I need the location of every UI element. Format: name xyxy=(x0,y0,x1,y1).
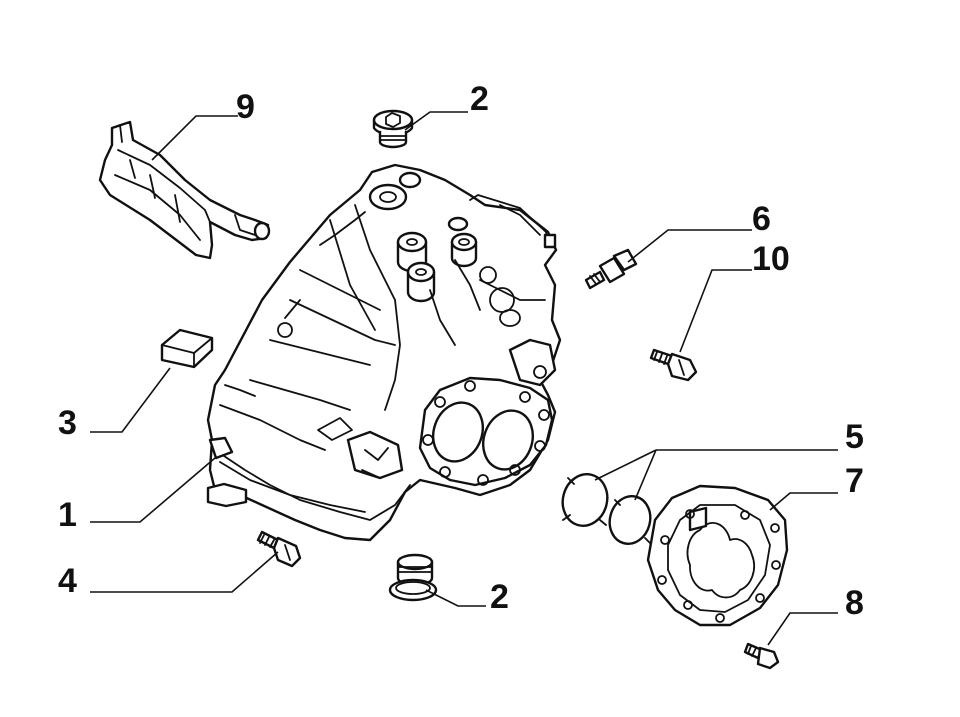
callout-6: 6 xyxy=(752,200,771,238)
bolt-left xyxy=(256,530,302,568)
leader-5b xyxy=(634,449,657,501)
leader-8 xyxy=(767,612,838,646)
callout-2-top: 2 xyxy=(470,80,489,118)
callout-3: 3 xyxy=(58,404,77,442)
callout-4: 4 xyxy=(58,562,77,600)
leader-9 xyxy=(151,115,238,161)
bolt-right-bottom xyxy=(743,642,780,670)
sensor xyxy=(584,248,638,290)
callout-2-bottom: 2 xyxy=(490,578,509,616)
callout-9: 9 xyxy=(236,88,255,126)
callout-labels: 9 2 6 10 3 5 7 1 4 2 8 xyxy=(58,80,864,622)
leader-lines xyxy=(90,111,838,646)
leader-3 xyxy=(90,367,171,433)
cover-plate xyxy=(646,484,789,627)
callout-1: 1 xyxy=(58,496,77,534)
drain-plug-bottom xyxy=(388,553,438,602)
fork-bracket xyxy=(98,120,271,260)
leader-7 xyxy=(769,492,838,511)
callout-5: 5 xyxy=(845,418,864,456)
callout-10: 10 xyxy=(752,240,790,278)
leader-6 xyxy=(627,229,752,263)
leader-1 xyxy=(90,457,216,523)
leader-2-bottom xyxy=(425,589,486,607)
bolt-right-top xyxy=(649,348,698,382)
gasket-pair xyxy=(561,473,652,545)
leader-10 xyxy=(679,269,752,353)
callout-7: 7 xyxy=(845,462,864,500)
leader-2-top xyxy=(404,111,468,131)
callout-8: 8 xyxy=(845,584,864,622)
small-block xyxy=(160,328,214,369)
drain-plug-top xyxy=(372,109,414,149)
leader-5a xyxy=(594,449,657,481)
leader-4 xyxy=(90,551,279,593)
gearbox-housing xyxy=(206,163,562,542)
